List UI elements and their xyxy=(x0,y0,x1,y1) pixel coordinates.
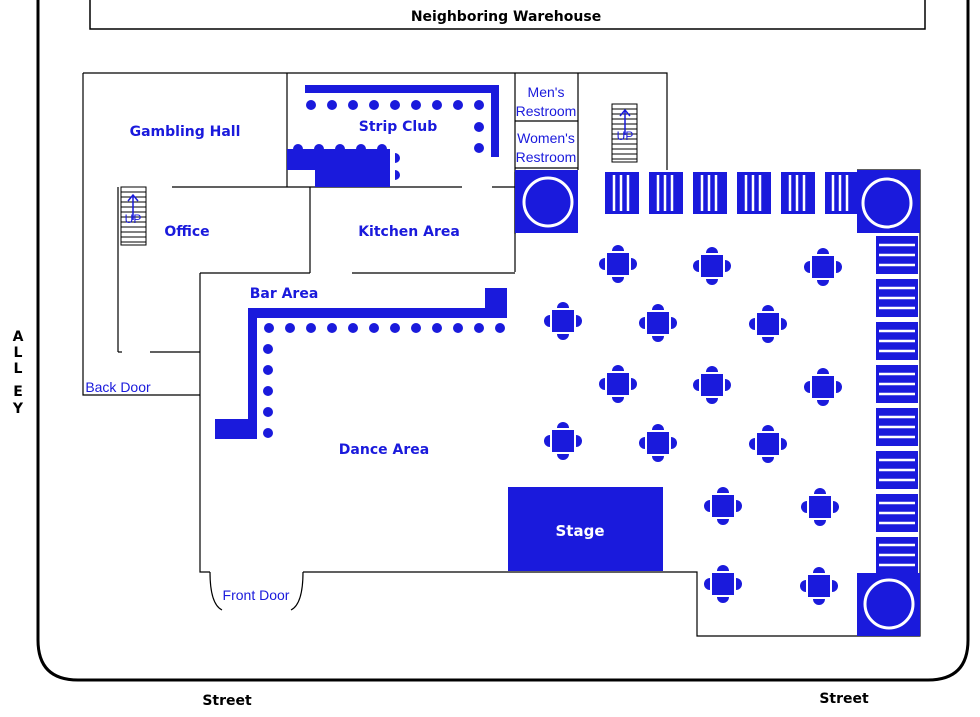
strip-club-bar-counter xyxy=(305,85,499,157)
womens-restroom-label: Women's xyxy=(517,130,575,146)
booths xyxy=(515,170,920,636)
table-with-chairs xyxy=(544,422,582,460)
table-with-chairs xyxy=(599,365,637,403)
mens-restroom-label: Restroom xyxy=(516,103,577,119)
alley-label: A L L E Y xyxy=(12,329,24,417)
office-label: Office xyxy=(164,224,209,240)
table-with-chairs xyxy=(639,424,677,462)
stairs-up-label: UP xyxy=(125,212,142,226)
table-with-chairs xyxy=(804,248,842,286)
alley-letter: Y xyxy=(12,401,24,417)
mens-restroom-label: Men's xyxy=(528,84,565,100)
building-walls xyxy=(82,72,921,637)
alley-letter: L xyxy=(14,345,23,361)
bar-area-label: Bar Area xyxy=(250,286,319,302)
kitchen-area-label: Kitchen Area xyxy=(358,224,460,240)
stage-label: Stage xyxy=(555,522,604,540)
alley-letter: E xyxy=(13,384,23,400)
alley-letter: L xyxy=(14,361,23,377)
main-bar-counter xyxy=(215,288,507,439)
back-door-label: Back Door xyxy=(85,379,151,395)
corner-booth xyxy=(857,573,920,636)
table-with-chairs xyxy=(749,305,787,343)
table-with-chairs xyxy=(693,366,731,404)
table-with-chairs xyxy=(749,425,787,463)
top-booth-row xyxy=(605,172,857,214)
table-with-chairs xyxy=(639,304,677,342)
neighboring-warehouse: Neighboring Warehouse xyxy=(89,0,926,30)
table-with-chairs xyxy=(801,488,839,526)
strip-club-label: Strip Club xyxy=(359,119,437,135)
table-with-chairs xyxy=(804,368,842,406)
table-with-chairs xyxy=(800,567,838,605)
strip-club-seats xyxy=(293,100,484,180)
right-booth-column xyxy=(876,236,918,573)
table-with-chairs xyxy=(704,487,742,525)
dance-area-label: Dance Area xyxy=(339,442,429,458)
gambling-hall-label: Gambling Hall xyxy=(130,124,241,140)
bar-stools xyxy=(263,323,505,438)
stairs-restroom: UP xyxy=(611,103,638,163)
main-stage: Stage xyxy=(508,487,663,571)
neighboring-warehouse-label: Neighboring Warehouse xyxy=(411,9,601,25)
strip-club: Strip Club xyxy=(287,85,499,187)
corner-booth xyxy=(515,170,578,233)
table-with-chairs xyxy=(599,245,637,283)
street-label-left: Street xyxy=(202,693,252,709)
bar-area: Bar Area xyxy=(215,286,507,439)
strip-club-stage xyxy=(287,149,390,187)
lot-boundary xyxy=(36,0,970,682)
stairs-up-label: UP xyxy=(617,129,634,143)
womens-restroom-label: Restroom xyxy=(516,149,577,165)
stairs-office: UP xyxy=(120,186,147,246)
street-label-right: Street xyxy=(819,691,869,707)
corner-booth xyxy=(857,170,920,233)
table-with-chairs xyxy=(704,565,742,603)
table-with-chairs xyxy=(544,302,582,340)
table-with-chairs xyxy=(693,247,731,285)
front-door-label: Front Door xyxy=(223,587,290,603)
alley-letter: A xyxy=(13,329,24,345)
